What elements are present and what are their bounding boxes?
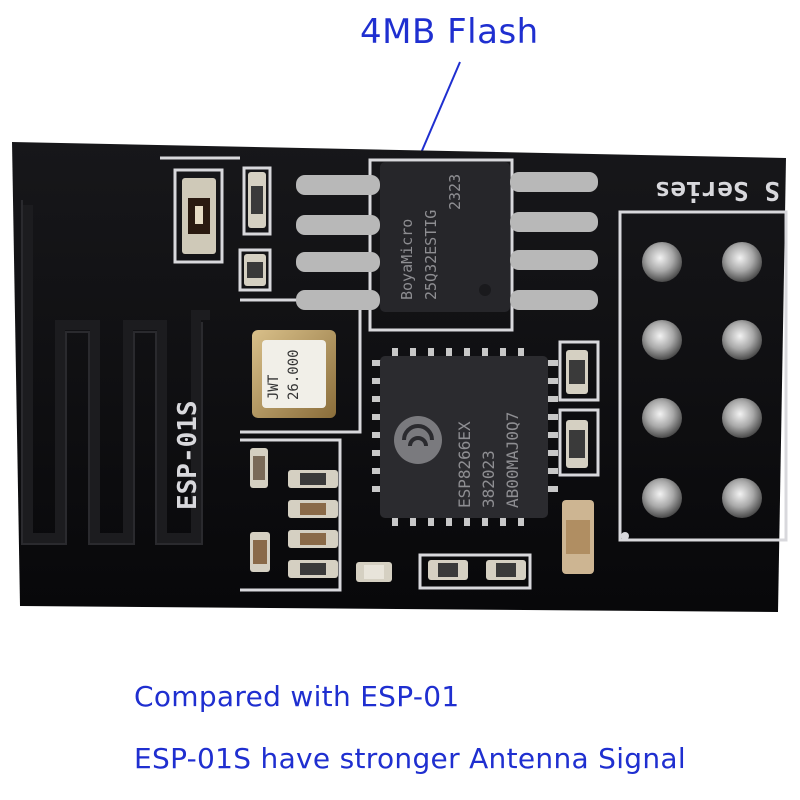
crystal-label-1: JWT — [266, 374, 282, 400]
callout-leader-line — [417, 61, 461, 161]
caption-line-1: Compared with ESP-01 — [134, 680, 460, 713]
flash-chip-label-3: 2323 — [446, 174, 464, 210]
series-label: S Series — [655, 175, 780, 205]
antenna-trace — [23, 205, 210, 543]
crystal-oscillator: JWT 26.000 — [252, 330, 336, 418]
crystal-label-2: 26.000 — [286, 349, 302, 400]
soc-label-3: AB00MAJ0Q7 — [503, 412, 522, 508]
soc-pins — [372, 348, 558, 526]
flash-chip-label-2: 25Q32ESTIG — [422, 210, 440, 300]
caption-line-2: ESP-01S have stronger Antenna Signal — [134, 742, 686, 775]
flash-callout-label: 4MB Flash — [360, 12, 539, 52]
soc-label-1: ESP8266EX — [455, 421, 474, 508]
passive-components — [244, 172, 594, 582]
flash-chip: BoyaMicro 25Q32ESTIG 2323 — [296, 162, 598, 312]
model-label: ESP-01S — [173, 400, 203, 510]
silkscreen-lines — [160, 156, 788, 592]
soc-chip: ESP8266EX 382023 AB00MAJ0Q7 — [380, 356, 548, 518]
soc-label-2: 382023 — [479, 450, 498, 508]
flash-chip-label-1: BoyaMicro — [398, 219, 416, 300]
header-pins — [642, 242, 762, 518]
